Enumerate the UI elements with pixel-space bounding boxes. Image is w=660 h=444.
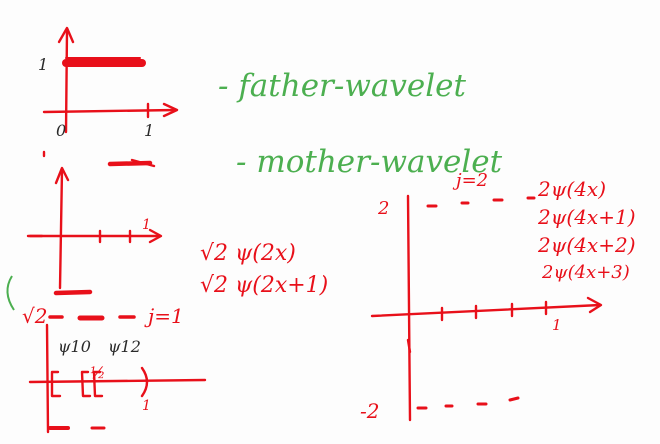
j1-label: j=1 [144,304,184,328]
right-origin-mark [406,338,412,354]
bottom-bracket-3 [92,370,104,398]
j2-label: j=2 [452,170,488,191]
right-x-axis [370,303,602,318]
father-x-one-label: 1 [144,121,154,140]
right-bottom-dash-4 [508,396,520,402]
right-neg-two-label: -2 [360,399,379,423]
mother-tick-one-label: 1 [142,217,151,233]
father-x-arrowhead [162,102,179,118]
mother-wavelet-label: - mother-wavelet [236,144,503,180]
j1-formula-1: √2 ψ(2x) [200,241,296,266]
j1-formula-2: √2 ψ(2x+1) [200,273,328,298]
bottom-bracket-1 [50,370,62,398]
mother-x-arrowhead [148,228,163,244]
right-x-one-label: 1 [552,316,562,334]
right-x-arrowhead [586,296,603,314]
father-x-axis [42,108,178,114]
psi10-label: ψ10 [58,337,91,356]
mother-top-hook [130,158,156,168]
mother-y-axis [58,168,64,290]
j2-formula-1: 2ψ(4x) [537,177,606,201]
bottom-y-axis [45,323,50,434]
green-curve-mark [6,275,15,311]
bottom-x-axis [28,378,207,384]
j2-formula-4: 2ψ(4x+3) [541,262,630,283]
father-y-arrowhead [57,26,75,44]
father-wavelet-label: - father-wavelet [218,68,466,104]
father-y-axis [64,28,69,134]
psi12-label: ψ12 [108,337,141,356]
sqrt2-label: √2 [22,304,47,328]
father-x-zero-label: 0 [56,121,66,140]
mother-y-arrowhead [54,166,70,185]
bottom-one-label: 1 [142,398,151,414]
bottom-paren [140,366,149,398]
bottom-bracket-2 [80,370,92,398]
j2-formula-3: 2ψ(4x+2) [537,233,636,257]
j2-formula-2: 2ψ(4x+1) [537,205,636,229]
right-y-axis [406,194,412,422]
half-label: ½ [90,363,106,382]
father-y-one-label: 1 [38,55,48,74]
right-two-label: 2 [377,198,389,219]
mother-bottom-bar [53,289,93,296]
